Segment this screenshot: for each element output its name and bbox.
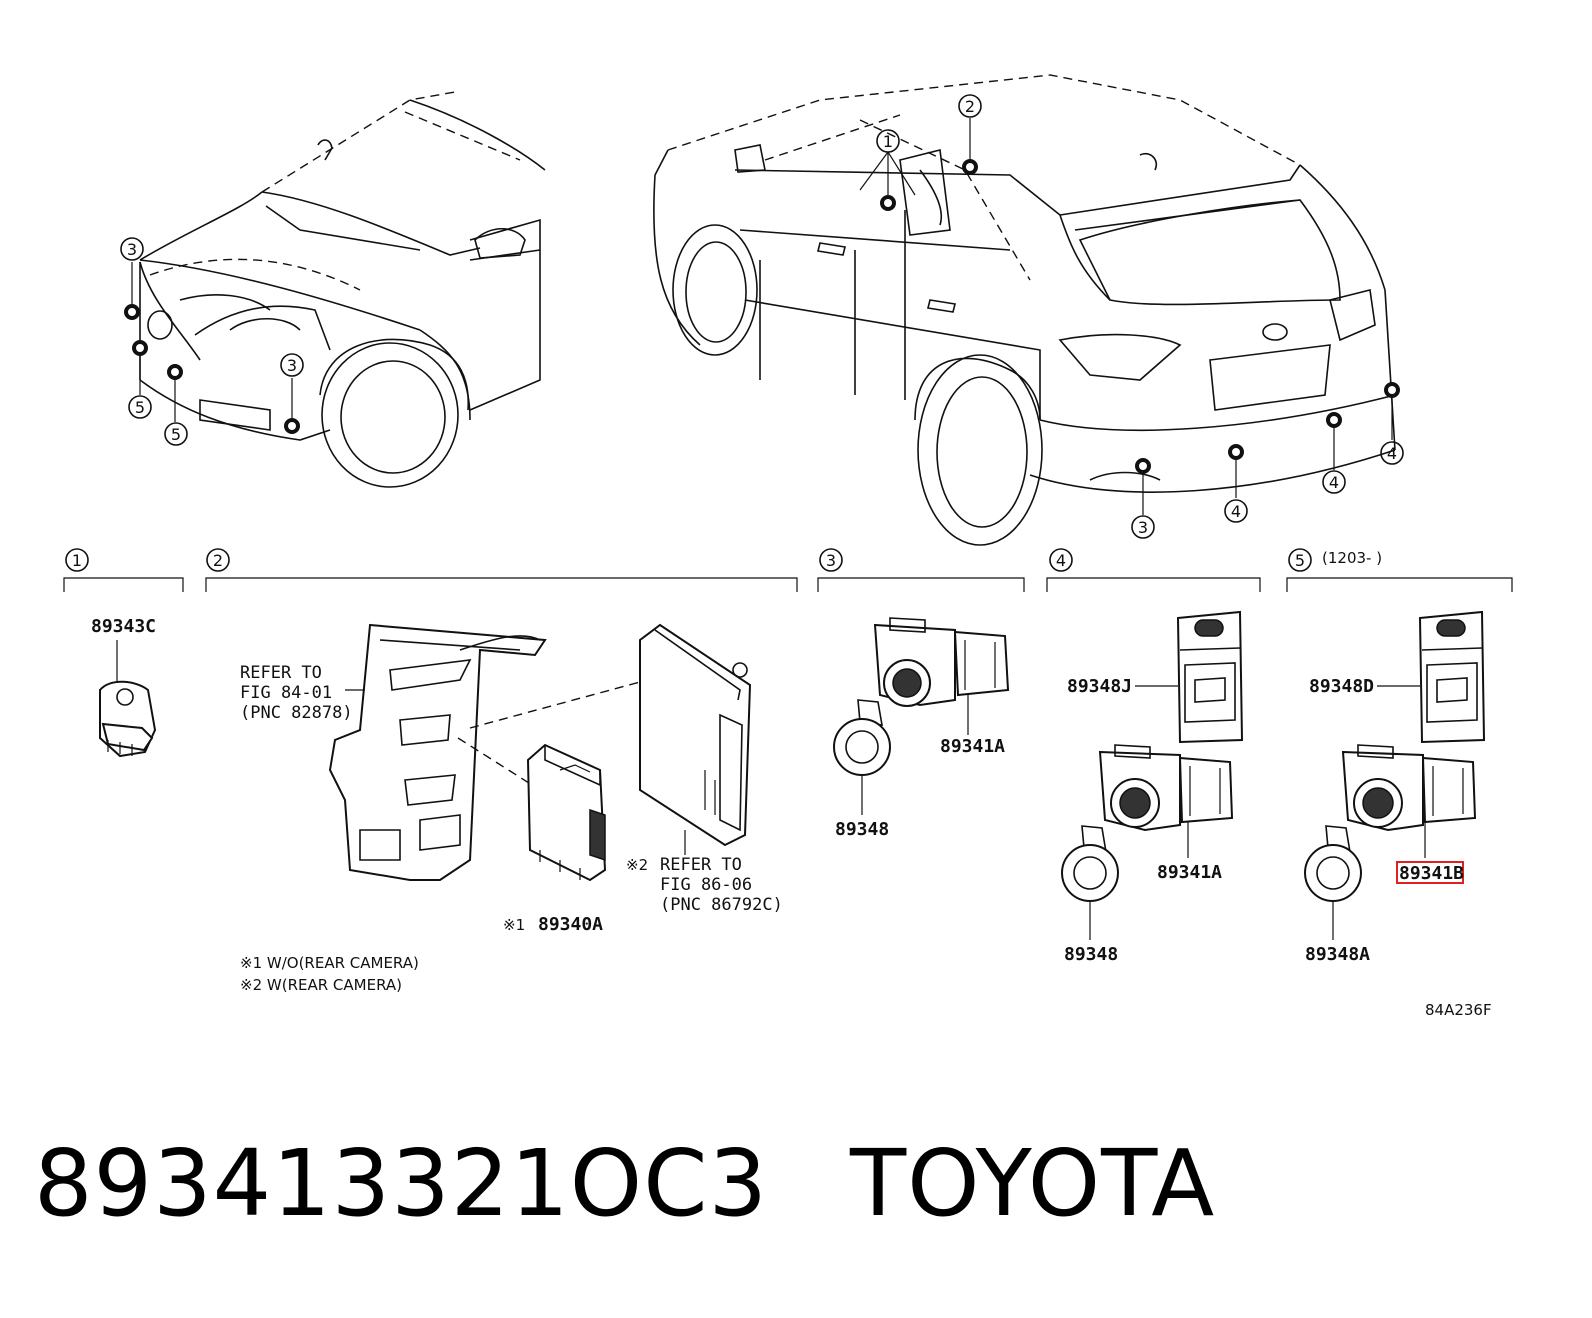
refer-note-fig-86-06: ※2 REFER TO FIG 86-06 (PNC 86792C) bbox=[626, 855, 783, 915]
footer-part-number: 893413321OC3 bbox=[34, 1130, 768, 1237]
svg-text:3: 3 bbox=[826, 551, 836, 570]
bracket-refer-fig-84-01 bbox=[328, 623, 547, 881]
callout-3-front-left: 3 bbox=[120, 237, 144, 261]
svg-text:2: 2 bbox=[213, 551, 223, 570]
svg-text:89340A: 89340A bbox=[538, 914, 603, 935]
callout-2-rear: 2 bbox=[958, 94, 982, 118]
svg-text:※1: ※1 bbox=[503, 916, 525, 934]
part-89341B-sensor bbox=[1341, 744, 1477, 858]
svg-text:※1 W/O(REAR CAMERA): ※1 W/O(REAR CAMERA) bbox=[240, 954, 419, 972]
section-5-header: 5 (1203- ) bbox=[1286, 548, 1513, 592]
svg-text:REFER TO: REFER TO bbox=[240, 663, 322, 683]
svg-text:5: 5 bbox=[135, 398, 145, 417]
part-89340A-ecu bbox=[526, 743, 607, 882]
refer-note-fig-84-01: REFER TO FIG 84-01 (PNC 82878) bbox=[240, 663, 353, 723]
callout-5-front-left: 5 bbox=[128, 395, 152, 419]
section-4-header: 4 bbox=[1046, 548, 1261, 592]
svg-text:4: 4 bbox=[1231, 502, 1241, 521]
svg-text:4: 4 bbox=[1387, 444, 1397, 463]
svg-text:(PNC 86792C): (PNC 86792C) bbox=[660, 895, 783, 915]
label-89348J: 89348J bbox=[1067, 676, 1132, 697]
label-89341B: 89341B bbox=[1399, 863, 1464, 884]
svg-text:REFER TO: REFER TO bbox=[660, 855, 742, 875]
svg-text:※2: ※2 bbox=[626, 856, 648, 874]
label-89348D: 89348D bbox=[1309, 676, 1374, 697]
label-89343C: 89343C bbox=[91, 616, 156, 637]
svg-text:4: 4 bbox=[1056, 551, 1066, 570]
svg-text:1: 1 bbox=[72, 551, 82, 570]
label-89340A: ※1 89340A bbox=[503, 914, 603, 935]
svg-text:1: 1 bbox=[883, 132, 893, 151]
svg-text:3: 3 bbox=[287, 356, 297, 375]
ecu-refer-fig-86-06 bbox=[639, 623, 752, 855]
label-89348-section4: 89348 bbox=[1064, 944, 1118, 965]
part-89343C-sensor bbox=[99, 640, 157, 758]
rear-car-illustration bbox=[653, 74, 1400, 546]
svg-text:5: 5 bbox=[171, 425, 181, 444]
part-89348D-holder bbox=[1377, 610, 1486, 744]
part-89341A-sensor-section3 bbox=[873, 617, 1010, 735]
callout-5-front-center: 5 bbox=[164, 422, 188, 446]
front-car-illustration bbox=[124, 91, 546, 488]
svg-text:※2 W(REAR CAMERA): ※2 W(REAR CAMERA) bbox=[240, 976, 402, 994]
section-1-header: 1 bbox=[63, 548, 184, 592]
svg-text:(1203- ): (1203- ) bbox=[1322, 549, 1382, 567]
callout-4-rear-right: 4 bbox=[1322, 470, 1346, 494]
label-89348-section3: 89348 bbox=[835, 819, 889, 840]
svg-text:FIG 84-01: FIG 84-01 bbox=[240, 683, 332, 703]
part-89348-bezel-section3 bbox=[833, 699, 891, 815]
part-89348-bezel-section4 bbox=[1061, 825, 1119, 940]
label-89341A-section4: 89341A bbox=[1157, 862, 1222, 883]
label-89341A-section3: 89341A bbox=[940, 736, 1005, 757]
footer-caption: 893413321OC3 TOYOTA bbox=[34, 1130, 1215, 1237]
callout-4-rear-center: 4 bbox=[1224, 499, 1248, 523]
label-89348A: 89348A bbox=[1305, 944, 1370, 965]
callout-3-rear: 3 bbox=[1131, 515, 1155, 539]
svg-text:2: 2 bbox=[965, 97, 975, 116]
callout-1-rear: 1 bbox=[876, 129, 900, 153]
callout-4-rear-corner: 4 bbox=[1380, 441, 1404, 465]
label-89341B-highlighted[interactable]: 89341B bbox=[1396, 861, 1464, 884]
svg-text:3: 3 bbox=[1138, 518, 1148, 537]
svg-text:5: 5 bbox=[1295, 551, 1305, 570]
part-89341A-sensor-section4 bbox=[1098, 744, 1234, 858]
figure-reference-code: 84A236F bbox=[1425, 1001, 1492, 1019]
svg-text:4: 4 bbox=[1329, 473, 1339, 492]
dashed-leader-lower bbox=[457, 737, 541, 791]
callout-3-front-right: 3 bbox=[280, 353, 304, 377]
svg-text:(PNC 82878): (PNC 82878) bbox=[240, 703, 353, 723]
svg-text:3: 3 bbox=[127, 240, 137, 259]
svg-text:FIG 86-06: FIG 86-06 bbox=[660, 875, 752, 895]
footnotes: ※1 W/O(REAR CAMERA) ※2 W(REAR CAMERA) bbox=[240, 954, 419, 994]
dashed-leader-upper bbox=[469, 681, 641, 729]
footer-brand: TOYOTA bbox=[849, 1130, 1216, 1237]
section-2-header: 2 bbox=[205, 548, 798, 592]
part-89348A-bezel bbox=[1304, 825, 1362, 940]
section-3-header: 3 bbox=[817, 548, 1025, 592]
part-89348J-holder bbox=[1135, 610, 1244, 744]
